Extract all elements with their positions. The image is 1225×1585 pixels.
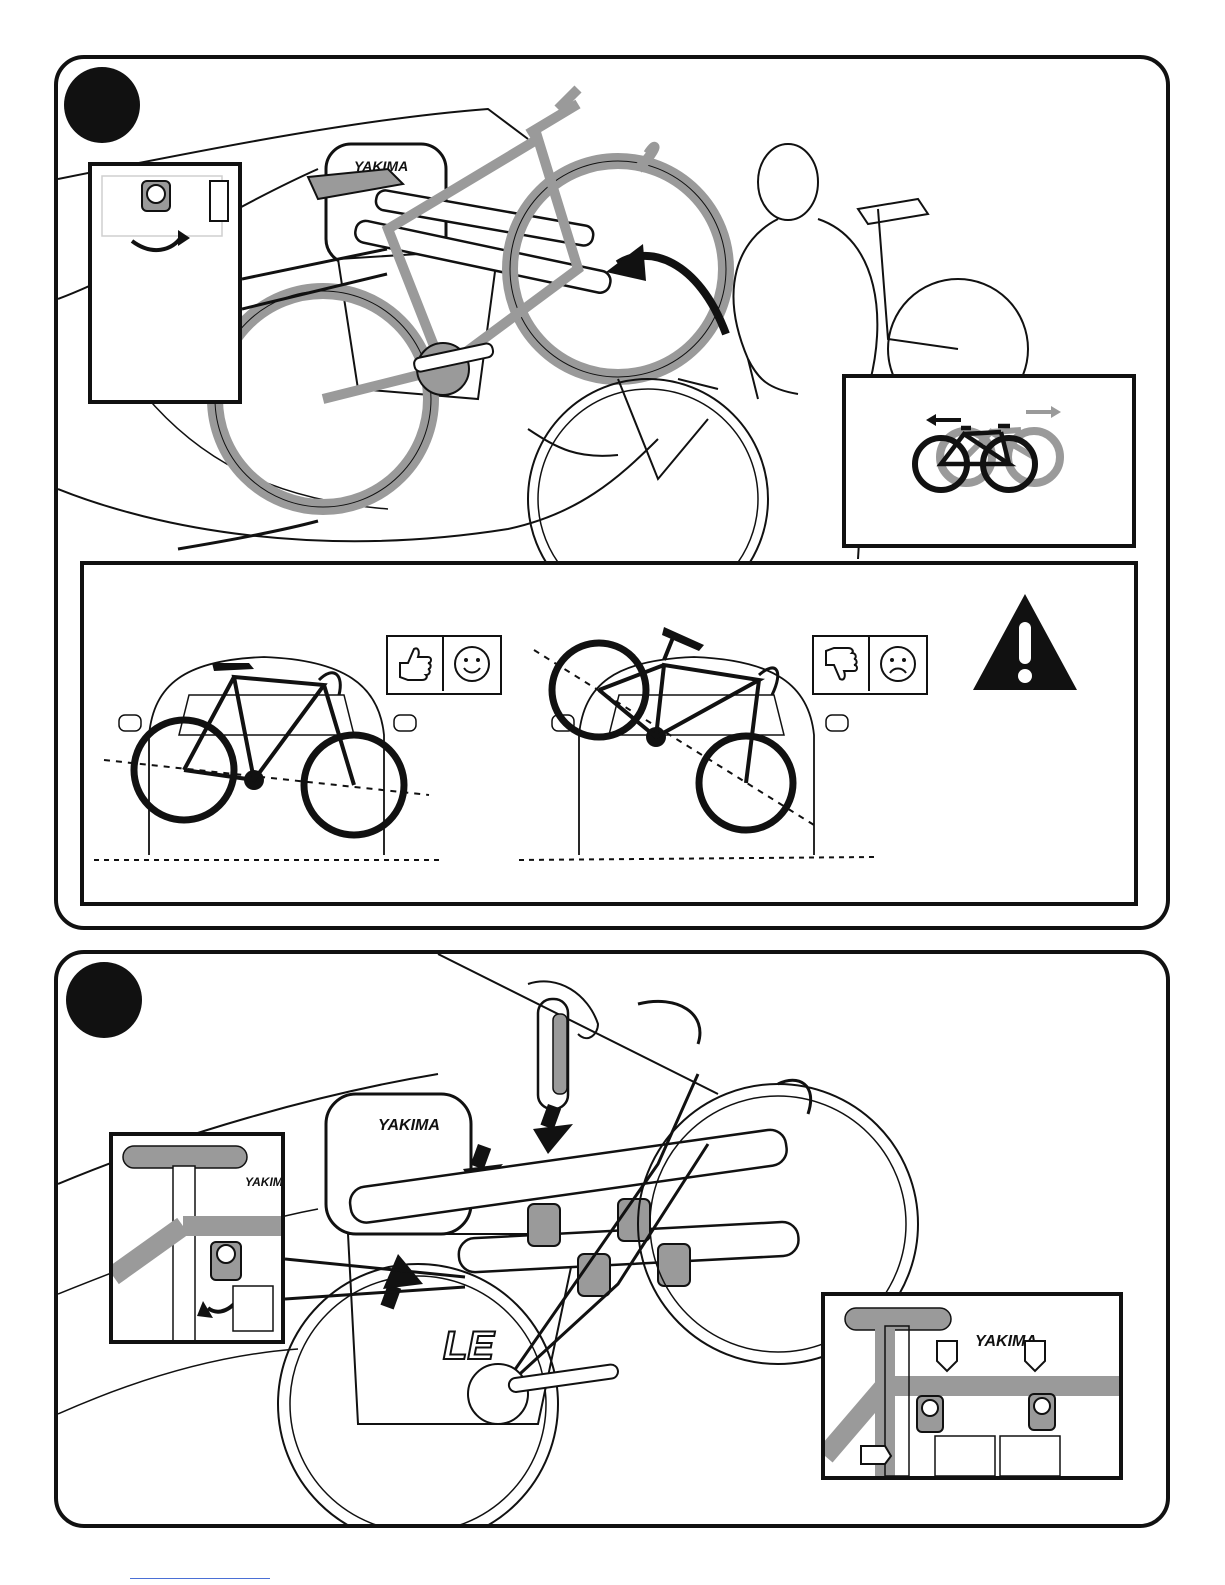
thumbs-down-icon (814, 637, 870, 691)
rack-logo: YAKIMA (378, 1117, 440, 1134)
step-panel-1: YAKIMA (54, 55, 1170, 930)
clamp-close-illustration: YAKIMA (113, 1136, 281, 1340)
bike-orientation-comparison (80, 561, 1138, 906)
warning-triangle-icon (969, 590, 1081, 694)
bike-position-tip-box (842, 374, 1136, 548)
inset-clamp-positions: YAKIMA (821, 1292, 1123, 1480)
rack-logo: YAKIMA (245, 1175, 281, 1189)
strap-down-arrow (533, 1104, 573, 1154)
bike-frame-lettering: LE (443, 1324, 495, 1368)
inset-connector-lines (242, 219, 402, 319)
page-footer-rule (130, 1578, 270, 1579)
approval-indicator (386, 635, 502, 695)
step-panel-2: YAKIMA LE YAKIMA (54, 950, 1170, 1528)
inset-connector-lines (285, 1229, 475, 1309)
clamp-positions-illustration: YAKIMA (825, 1296, 1119, 1476)
disapproval-indicator (812, 635, 928, 695)
inset-clamp-detail (88, 162, 242, 404)
happy-face-icon (444, 637, 500, 691)
inset-clamp-close-detail: YAKIMA (109, 1132, 285, 1344)
bike-shift-arrows-icon (906, 392, 1076, 502)
sad-face-icon (870, 637, 926, 691)
thumbs-up-icon (388, 637, 444, 691)
clamp-rotate-illustration (92, 166, 238, 400)
